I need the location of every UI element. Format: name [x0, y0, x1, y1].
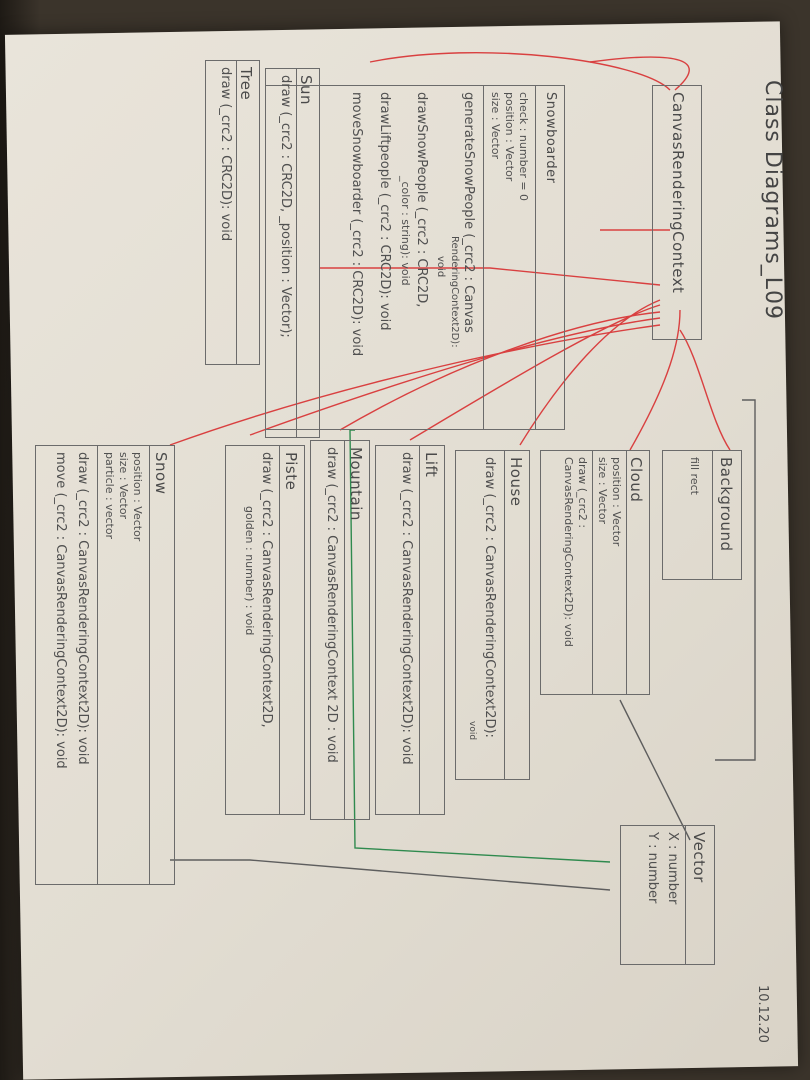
class-vector: Vector X : number Y : number [620, 825, 715, 965]
method: draw (_crc2 : CanvasRenderingContext2D):… [75, 452, 90, 765]
arrow-cloud-to-vector [619, 699, 691, 841]
method-continued: golden : number) : void [243, 506, 256, 636]
method: generateSnowPeople (_crc2 : Canvas [461, 92, 476, 333]
divider [712, 451, 713, 579]
divider [504, 451, 505, 779]
divider [279, 446, 280, 814]
arrow-lift-to-canvas [409, 304, 661, 441]
arrow-sun-to-canvas [369, 52, 671, 91]
method: drawSnowPeople (_crc2 : CRC2D, [414, 92, 429, 308]
class-name: Cloud [627, 457, 645, 503]
attribute: check : number = 0 [517, 92, 530, 202]
class-tree: Tree draw (_crc2 : CRC2D): void [205, 60, 260, 365]
attribute: position : Vector [610, 457, 623, 547]
class-cloud: Cloud position : Vector size : Vector dr… [540, 450, 650, 695]
arrow-snow-to-canvas [169, 324, 661, 446]
divider [149, 446, 150, 884]
class-sun: Sun draw (_crc2 : CRC2D, _position : Vec… [265, 68, 320, 438]
class-name: Tree [237, 67, 255, 101]
class-name: CanvasRenderingContext [669, 92, 687, 294]
method: drawLiftpeople (_crc2 : CRC2D): void [377, 92, 392, 331]
class-background: Background fill rect [662, 450, 742, 580]
attribute: fill rect [688, 457, 701, 495]
arrow-sun-dot-to-canvas [320, 267, 661, 286]
class-name: House [507, 457, 525, 507]
method: moveSnowboarder (_crc2 : CRC2D): void [349, 92, 364, 357]
class-name: Snow [152, 452, 170, 495]
diagram-title: Class Diagrams_L09 [760, 80, 785, 321]
class-name: Mountain [347, 447, 365, 521]
attribute: size : Vector [596, 457, 609, 525]
attribute: particle : vector [103, 452, 116, 540]
arrow-house-to-canvas [519, 299, 661, 446]
method: move (_crc2 : CanvasRenderingContext2D):… [53, 452, 68, 769]
method: draw (_crc2 : CanvasRenderingContext2D, [259, 452, 274, 728]
class-name: Lift [422, 452, 440, 478]
diagram-date: 10.12.20 [755, 985, 770, 1043]
class-name: Snowboarder [543, 92, 558, 184]
method: draw (_crc2 : CanvasRenderingContext2D): [482, 457, 497, 738]
divider [626, 451, 627, 694]
method: draw (_crc2 : [576, 457, 589, 529]
divider [685, 826, 686, 964]
arrow-green-to-vector [349, 429, 611, 863]
class-house: House draw (_crc2 : CanvasRenderingConte… [455, 450, 530, 780]
arrow-cloud-to-canvas [629, 309, 681, 451]
class-mountain: Mountain draw (_crc2 : CanvasRenderingCo… [310, 440, 370, 820]
method: draw (_crc2 : CanvasRenderingContext2D):… [399, 452, 414, 765]
method: draw (_crc2 : CRC2D): void [218, 67, 233, 242]
method-continued: CanvasRenderingContext2D): void [562, 457, 575, 647]
arrow-background-to-vector [715, 399, 756, 761]
class-name: Vector [690, 832, 708, 883]
arrow-tree-to-canvas [589, 56, 690, 91]
attribute: X : number [665, 832, 680, 905]
arrow-background-to-canvas [679, 329, 731, 451]
class-snow: Snow position : Vector size : Vector par… [35, 445, 175, 885]
attribute: Y : number [645, 832, 660, 904]
class-name: Sun [297, 75, 315, 106]
class-name: Background [717, 457, 735, 552]
class-canvasrenderingcontext: CanvasRenderingContext [652, 85, 702, 340]
attribute: size : Vector [489, 92, 502, 160]
arrow-mountain-to-canvas [339, 311, 661, 431]
method-continued: RenderingContext2D): [449, 236, 460, 348]
attribute: position : Vector [503, 92, 516, 182]
divider [97, 446, 98, 884]
divider [296, 69, 297, 437]
divider [419, 446, 420, 814]
method: draw (_crc2 : CanvasRenderingContext 2D … [324, 447, 339, 763]
attribute: position : Vector [131, 452, 144, 542]
method-continued: void [435, 256, 446, 278]
class-name: Piste [282, 452, 300, 491]
attribute: size : Vector [117, 452, 130, 520]
divider [535, 86, 536, 429]
divider [236, 61, 237, 364]
arrow-piste-to-canvas [249, 317, 661, 436]
method-continued: _color : string): void [399, 176, 412, 286]
method-continued: void [467, 721, 477, 741]
divider [344, 441, 345, 819]
arrow-snow-to-vector [170, 859, 611, 891]
divider [592, 451, 593, 694]
class-piste: Piste draw (_crc2 : CanvasRenderingConte… [225, 445, 305, 815]
divider [483, 86, 484, 429]
method: draw (_crc2 : CRC2D, _position : Vector)… [278, 75, 293, 338]
class-lift: Lift draw (_crc2 : CanvasRenderingContex… [375, 445, 445, 815]
